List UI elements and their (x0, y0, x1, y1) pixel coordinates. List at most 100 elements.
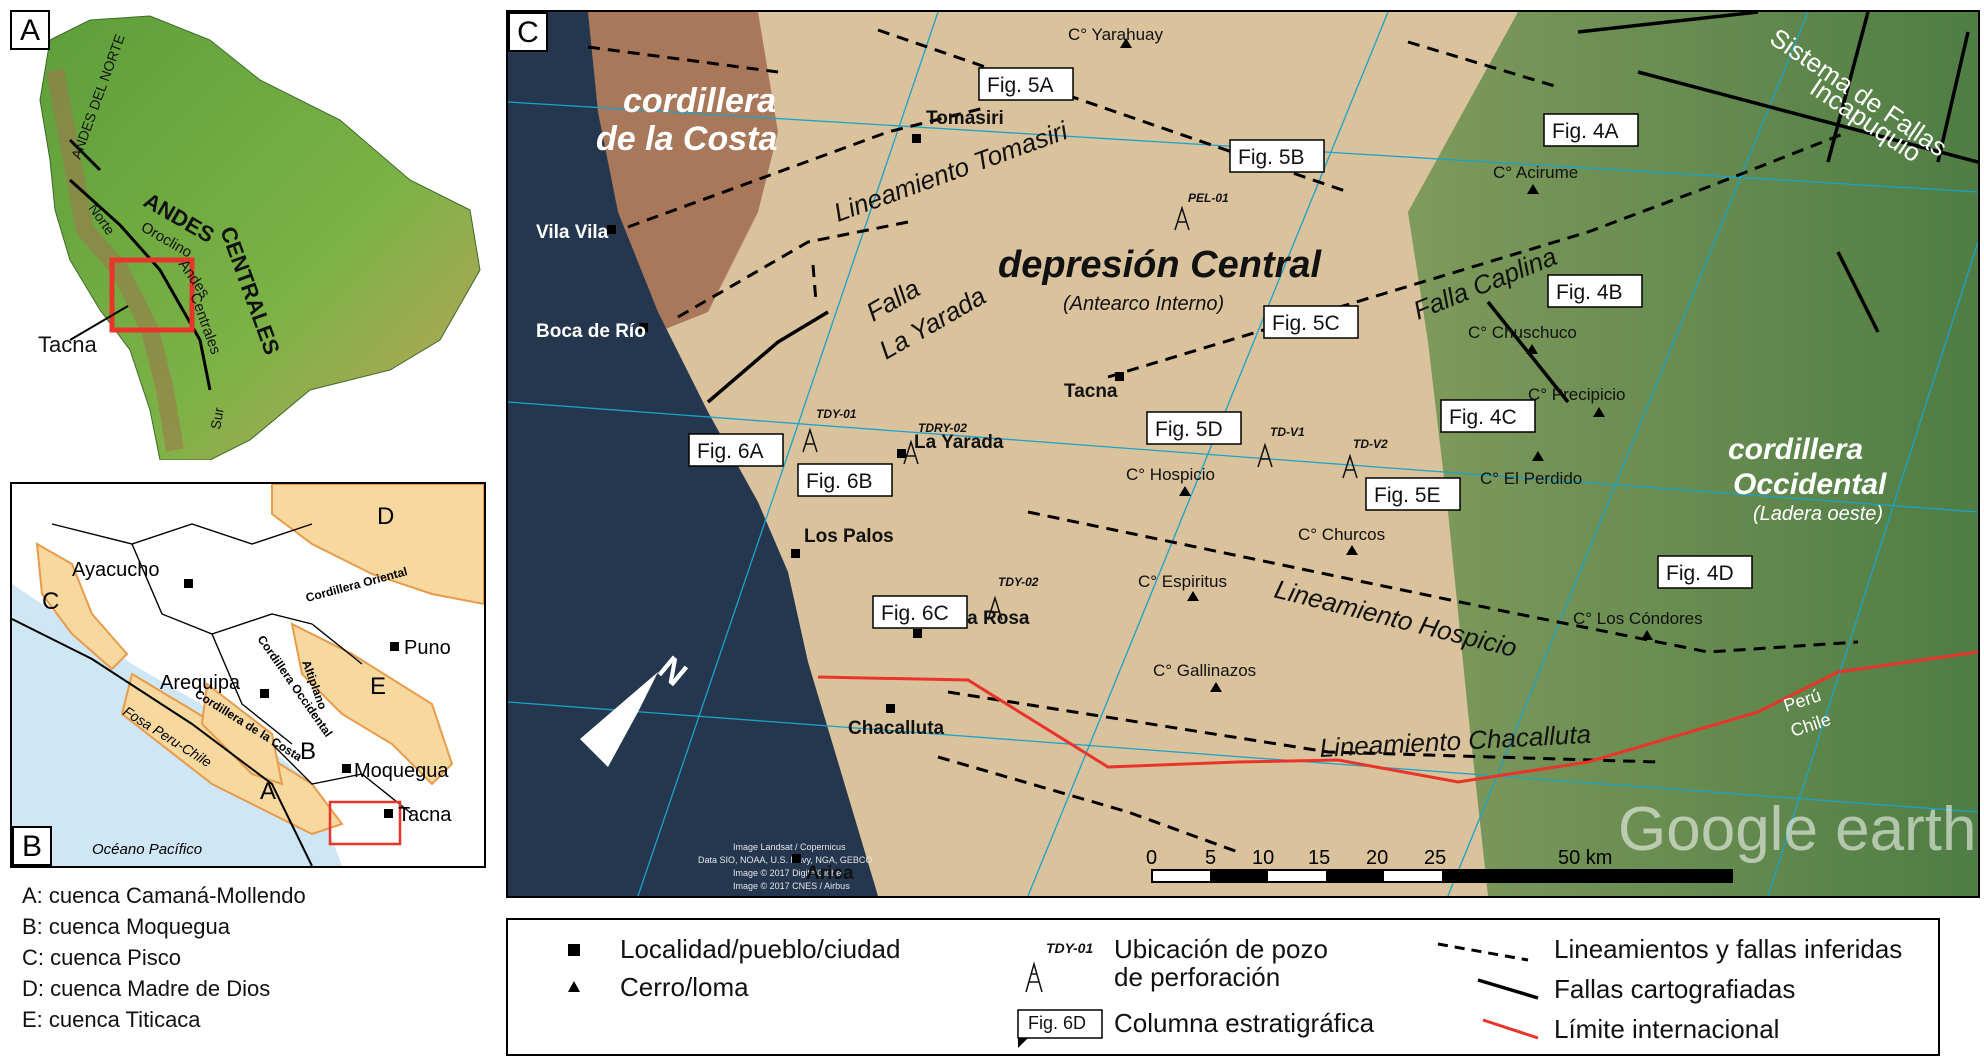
svg-text:50 km: 50 km (1558, 847, 1612, 869)
svg-text:TDY-02: TDY-02 (998, 575, 1039, 589)
svg-text:Fig. 6C: Fig. 6C (881, 602, 949, 625)
svg-text:20: 20 (1366, 847, 1388, 869)
political-borders (51, 523, 413, 815)
tacna-satellite-svg: N 0 5 10 15 20 25 50 km Google earth Ima… (508, 12, 1978, 896)
legend-well-1: Ubicación de pozo (1114, 934, 1328, 964)
basin-legend-d: D: cuenca Madre de Dios (22, 976, 271, 1001)
image-credits: Image Landsat / Copernicus Data SIO, NOA… (698, 842, 872, 891)
svg-text:Fig. 6B: Fig. 6B (806, 470, 873, 493)
panel-a-letter: A (10, 10, 50, 50)
basin-legend-b: B: cuenca Moquegua (22, 914, 230, 939)
legend-locality: Localidad/pueblo/ciudad (620, 934, 901, 964)
panel-b-basins-map: A B C D E Ayacucho Arequipa Puno Moquegu… (10, 482, 486, 868)
svg-text:Boca de Río: Boca de Río (536, 321, 646, 342)
hill-labels: C° Yarahuay C° Acirume C° Chuschuco C° P… (1068, 25, 1703, 680)
svg-text:Fig. 5D: Fig. 5D (1155, 418, 1223, 441)
mapped-faults (706, 12, 1978, 404)
panel-c-letter: C (508, 12, 548, 52)
svg-text:Image © 2017 CNES / Airbus: Image © 2017 CNES / Airbus (733, 881, 850, 891)
label-costa-2: de la Costa (596, 120, 777, 158)
legend-fig-tag: Fig. 6D (1028, 1013, 1087, 1033)
basin-legend-a: A: cuenca Camaná-Mollendo (22, 883, 306, 908)
svg-text:Fig. 5B: Fig. 5B (1238, 146, 1305, 169)
svg-text:Data SIO, NOAA, U.S. Navy, NGA: Data SIO, NOAA, U.S. Navy, NGA, GEBCO (698, 855, 872, 865)
legend-symbols (568, 942, 1539, 1048)
well-labels: PEL-01 TDY-01 TDRY-02 TD-V1 TD-V2 TDY-02 (816, 191, 1388, 589)
svg-text:C° Acirume: C° Acirume (1493, 163, 1578, 182)
svg-text:C° Precipicio: C° Precipicio (1528, 385, 1626, 404)
basin-b (200, 682, 284, 786)
label-tacna-a: Tacna (38, 332, 97, 357)
grid-lines (508, 12, 1978, 896)
basin-legend-e: E: cuenca Titicaca (22, 1007, 201, 1032)
label-occ-2: Occidental (1733, 468, 1887, 501)
fig-tags: Fig. 5A Fig. 5B Fig. 4A Fig. 5C Fig. 4B … (688, 67, 1753, 629)
svg-text:Vila Vila: Vila Vila (536, 222, 609, 243)
panel-c-tacna-map: N 0 5 10 15 20 25 50 km Google earth Ima… (506, 10, 1980, 898)
andes-north-line (68, 138, 102, 172)
city-tacna-b: Tacna (398, 804, 452, 826)
svg-text:Tacna: Tacna (1064, 381, 1118, 402)
svg-text:TD-V1: TD-V1 (1270, 425, 1305, 439)
legend-well-tag: TDY-01 (1046, 940, 1094, 956)
svg-text:0: 0 (1146, 847, 1157, 869)
svg-text:C° Churcos: C° Churcos (1298, 525, 1385, 544)
svg-text:Fig. 4B: Fig. 4B (1556, 281, 1623, 304)
town-labels: Tomasiri Vila Vila Boca de Río Tacna La … (536, 108, 1118, 884)
basin-letter-a: A (260, 778, 276, 805)
basin-e (290, 622, 454, 786)
label-sur: Sur (207, 406, 227, 431)
svg-text:C° El Perdido: C° El Perdido (1480, 469, 1582, 488)
svg-text:Fig. 5A: Fig. 5A (987, 74, 1054, 97)
inferred-lineaments (587, 28, 1859, 854)
panel-b-letter: B (12, 826, 52, 866)
svg-text:TDRY-02: TDRY-02 (918, 421, 967, 435)
svg-text:25: 25 (1424, 847, 1446, 869)
basin-legend: A: cuenca Camaná-Mollendo B: cuenca Moqu… (22, 880, 462, 1035)
svg-text:Image Landsat / Copernicus: Image Landsat / Copernicus (733, 842, 846, 852)
svg-text:C° Hospicio: C° Hospicio (1126, 465, 1215, 484)
legend-inferred: Lineamientos y fallas inferidas (1554, 934, 1903, 964)
svg-text:PEL-01: PEL-01 (1188, 191, 1229, 205)
svg-text:La Yarada: La Yarada (914, 432, 1004, 453)
basin-letter-b: B (300, 738, 316, 765)
label-costa-1: cordillera (623, 82, 776, 120)
svg-text:TDY-01: TDY-01 (816, 407, 857, 421)
svg-text:10: 10 (1252, 847, 1274, 869)
svg-text:Fig. 5C: Fig. 5C (1272, 312, 1340, 335)
town-markers (607, 134, 1124, 863)
basin-letter-e: E (370, 673, 386, 700)
svg-text:Fig. 6A: Fig. 6A (697, 440, 764, 463)
feat-oceano: Océano Pacífico (92, 841, 202, 858)
svg-text:C° Yarahuay: C° Yarahuay (1068, 25, 1164, 44)
label-occ-3: (Ladera oeste) (1753, 503, 1883, 525)
svg-text:Arica: Arica (806, 863, 854, 884)
international-border (817, 650, 1978, 784)
hill-markers (1120, 38, 1653, 692)
andes-central-line (68, 178, 212, 391)
label-central-2: (Antearco Interno) (1063, 293, 1224, 315)
legend-column: Columna estratigráfica (1114, 1008, 1375, 1038)
svg-text:C° Espiritus: C° Espiritus (1138, 572, 1227, 591)
svg-text:Fig. 4C: Fig. 4C (1449, 406, 1517, 429)
basin-legend-c: C: cuenca Pisco (22, 945, 181, 970)
svg-text:Chacalluta: Chacalluta (848, 718, 945, 739)
svg-text:Fig. 4D: Fig. 4D (1666, 562, 1734, 585)
region-labels: cordillera de la Costa depresión Central… (596, 82, 1887, 525)
google-earth-watermark: Google earth (1618, 795, 1976, 864)
svg-text:Image © 2017 DigitalGlobe: Image © 2017 DigitalGlobe (733, 868, 841, 878)
svg-text:C° Los Cóndores: C° Los Cóndores (1573, 609, 1703, 628)
label-central-1: depresión Central (998, 244, 1323, 286)
legend-mapped: Fallas cartografiadas (1554, 974, 1796, 1004)
basin-c (35, 542, 129, 671)
svg-text:Fig. 4A: Fig. 4A (1552, 120, 1619, 143)
legend-hill: Cerro/loma (620, 972, 749, 1002)
basins-svg: A B C D E Ayacucho Arequipa Puno Moquegu… (11, 483, 485, 867)
occidental-green (1408, 12, 1978, 896)
well-icons (802, 205, 1358, 621)
label-occ-1: cordillera (1728, 433, 1863, 466)
svg-text:Los Palos: Los Palos (804, 526, 894, 547)
panel-a-south-america-map: ANDES DEL NORTE ANDES CENTRALES Oroclino… (10, 10, 490, 461)
svg-text:15: 15 (1308, 847, 1330, 869)
svg-text:5: 5 (1205, 847, 1216, 869)
